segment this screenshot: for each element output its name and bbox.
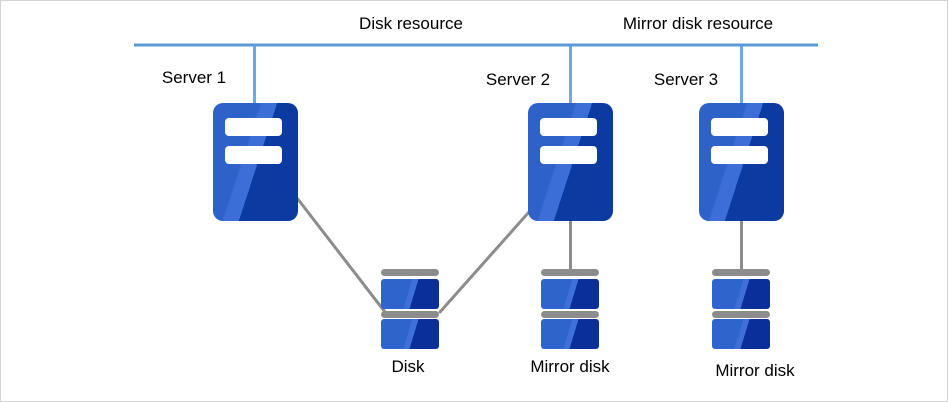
disk-cap-icon [381, 311, 439, 318]
server-drive-slot-icon [225, 146, 282, 164]
disk-body-icon [712, 279, 770, 309]
shared-disk-label: Disk [391, 357, 425, 376]
disk-body-icon [541, 319, 599, 349]
server1-icon [213, 103, 298, 221]
disk-body-icon [712, 319, 770, 349]
server2-icon [528, 103, 613, 221]
server2-to-disk-line [438, 210, 531, 314]
server1-label: Server 1 [161, 68, 227, 87]
server3-label: Server 3 [653, 70, 719, 89]
server-drive-slot-icon [711, 146, 768, 164]
disk-body-icon [381, 279, 439, 309]
shared-disk-icon [381, 269, 439, 349]
mirror-disk2-label: Mirror disk [715, 361, 795, 380]
disk-cap-icon [541, 269, 599, 276]
disk-cap-icon [712, 269, 770, 276]
server2-label: Server 2 [485, 70, 551, 89]
mirror-disk1-label: Mirror disk [530, 357, 610, 376]
disk-cap-icon [712, 311, 770, 318]
mirror-disk-resource-label: Mirror disk resource [622, 14, 774, 33]
server-drive-slot-icon [711, 118, 768, 136]
server-drive-slot-icon [225, 118, 282, 136]
disk-cap-icon [381, 269, 439, 276]
disk-resource-label: Disk resource [359, 14, 463, 33]
mirror-disk1-icon [541, 269, 599, 349]
disk-body-icon [541, 279, 599, 309]
server-drive-slot-icon [540, 118, 597, 136]
server-drive-slot-icon [540, 146, 597, 164]
disk-body-icon [381, 319, 439, 349]
mirror-disk2-icon [712, 269, 770, 349]
disk-cap-icon [541, 311, 599, 318]
server1-to-disk-line [295, 196, 387, 314]
server3-icon [699, 103, 784, 221]
